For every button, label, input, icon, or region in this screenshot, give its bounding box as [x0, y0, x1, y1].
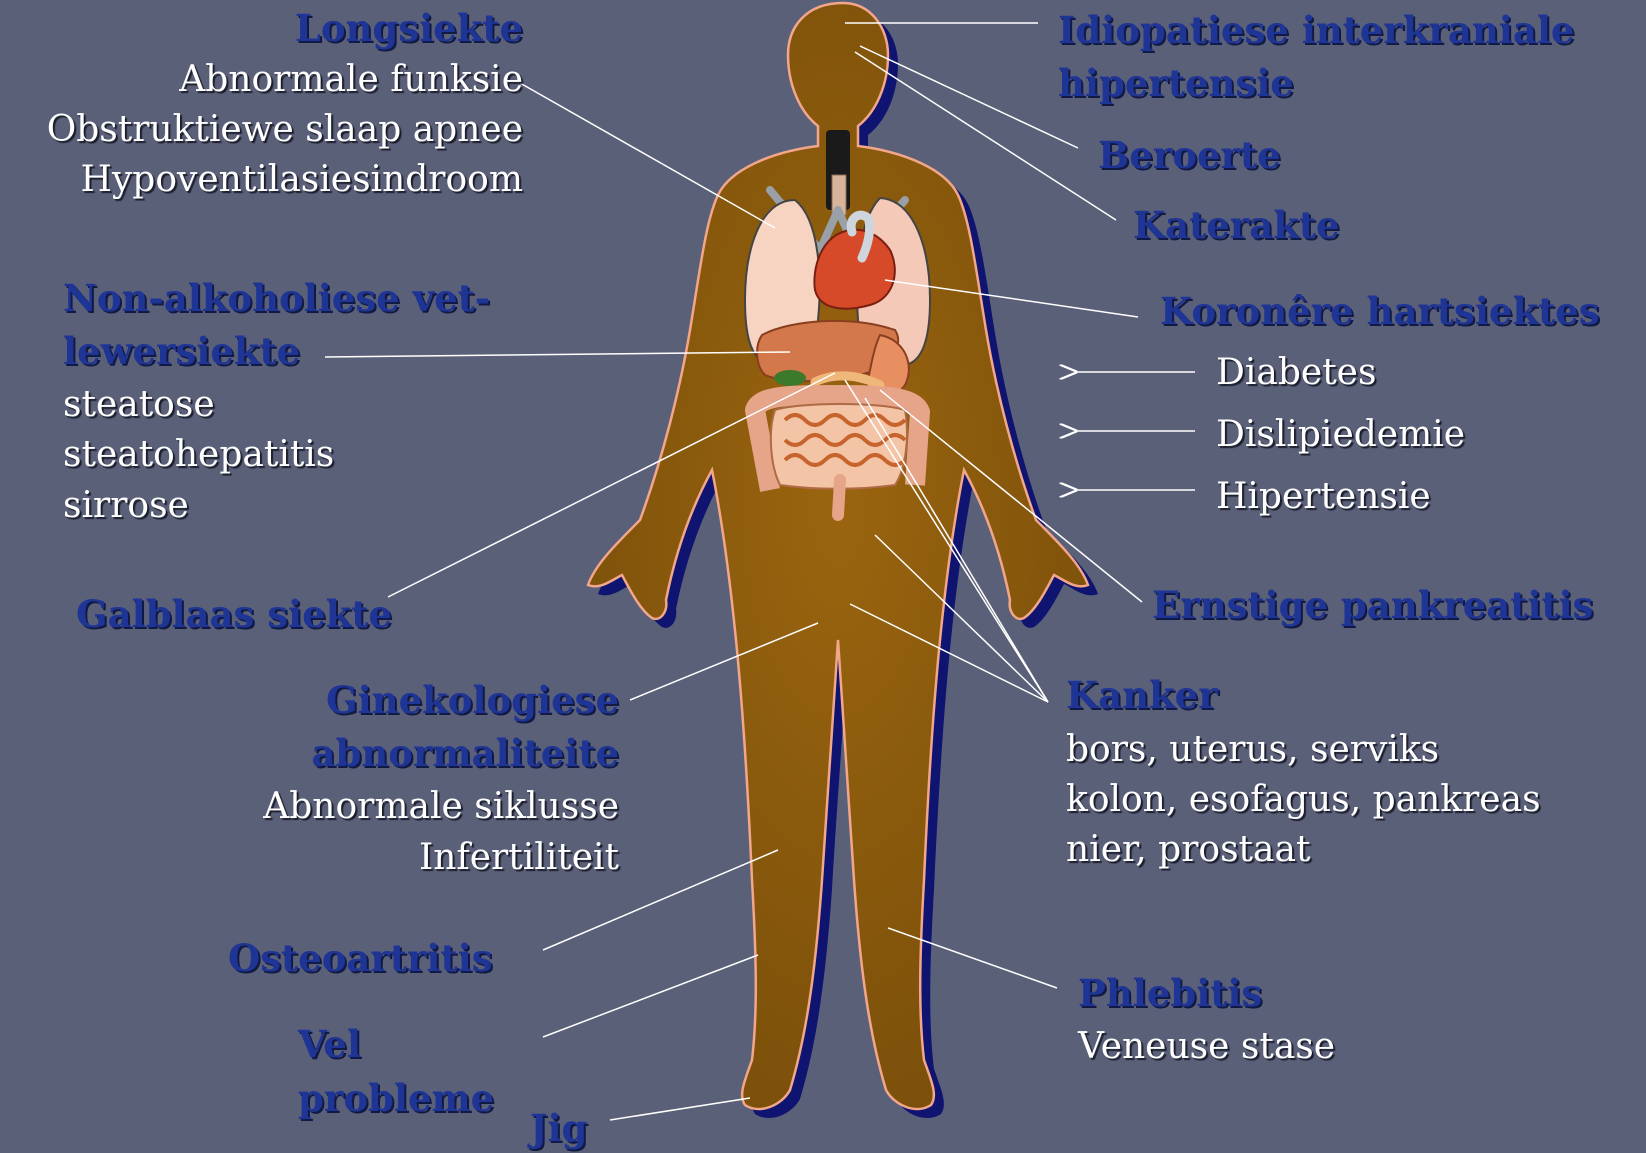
- cataract-heading: Katerakte: [1133, 207, 1340, 244]
- iih-heading-line-1: Idiopatiese interkraniale: [1058, 12, 1574, 49]
- fatty-liver-item: steatohepatitis: [63, 437, 334, 473]
- gynecologic-item: Infertiliteit: [419, 840, 619, 876]
- coronary-heart-disease-heading: Koronêre hartsiektes: [1160, 293, 1600, 330]
- cancer-item: bors, uterus, serviks: [1066, 732, 1439, 768]
- gynecologic-heading-line-2: abnormaliteite: [312, 735, 619, 772]
- skin-problems-heading-line-2: probleme: [298, 1080, 494, 1117]
- fatty-liver-item: sirrose: [63, 488, 189, 524]
- rectum-icon: [838, 480, 840, 515]
- lung-item: Obstruktiewe slaap apnee: [47, 112, 523, 148]
- fatty-liver-item: steatose: [63, 387, 215, 423]
- leader-line-skin: [543, 955, 758, 1037]
- osteoarthritis-heading: Osteoartritis: [228, 940, 492, 977]
- gallbladder-disease-heading: Galblaas siekte: [76, 596, 392, 633]
- lung-disease-heading: Longsiekte: [295, 10, 523, 47]
- fatty-liver-heading-line-1: Non-alkoholiese vet-: [63, 280, 490, 317]
- severe-pancreatitis-heading: Ernstige pankreatitis: [1152, 587, 1593, 624]
- risk-factor-diabetes: Diabetes: [1216, 355, 1376, 391]
- gallbladder-icon: [774, 370, 806, 386]
- phlebitis-heading: Phlebitis: [1078, 975, 1262, 1012]
- cancer-item: nier, prostaat: [1066, 832, 1310, 868]
- cancer-item: kolon, esofagus, pankreas: [1066, 782, 1541, 818]
- risk-factor-dyslipidemia: Dislipiedemie: [1216, 417, 1465, 453]
- risk-factor-hypertension: Hipertensie: [1216, 479, 1431, 515]
- stroke-heading: Beroerte: [1098, 137, 1281, 174]
- lung-item: Abnormale funksie: [179, 62, 523, 98]
- fatty-liver-heading-line-2: lewersiekte: [63, 333, 300, 370]
- leader-line-gout: [610, 1098, 750, 1120]
- gynecologic-item: Abnormale siklusse: [263, 789, 619, 825]
- gynecologic-heading-line-1: Ginekologiese: [326, 682, 619, 719]
- iih-heading-line-2: hipertensie: [1058, 65, 1294, 102]
- skin-problems-heading-line-1: Vel: [298, 1026, 361, 1063]
- phlebitis-item: Veneuse stase: [1078, 1029, 1335, 1065]
- leader-line-lung: [520, 83, 775, 228]
- gout-heading: Jig: [530, 1110, 587, 1147]
- cancer-heading: Kanker: [1066, 677, 1218, 714]
- lung-item: Hypoventilasiesindroom: [81, 162, 523, 198]
